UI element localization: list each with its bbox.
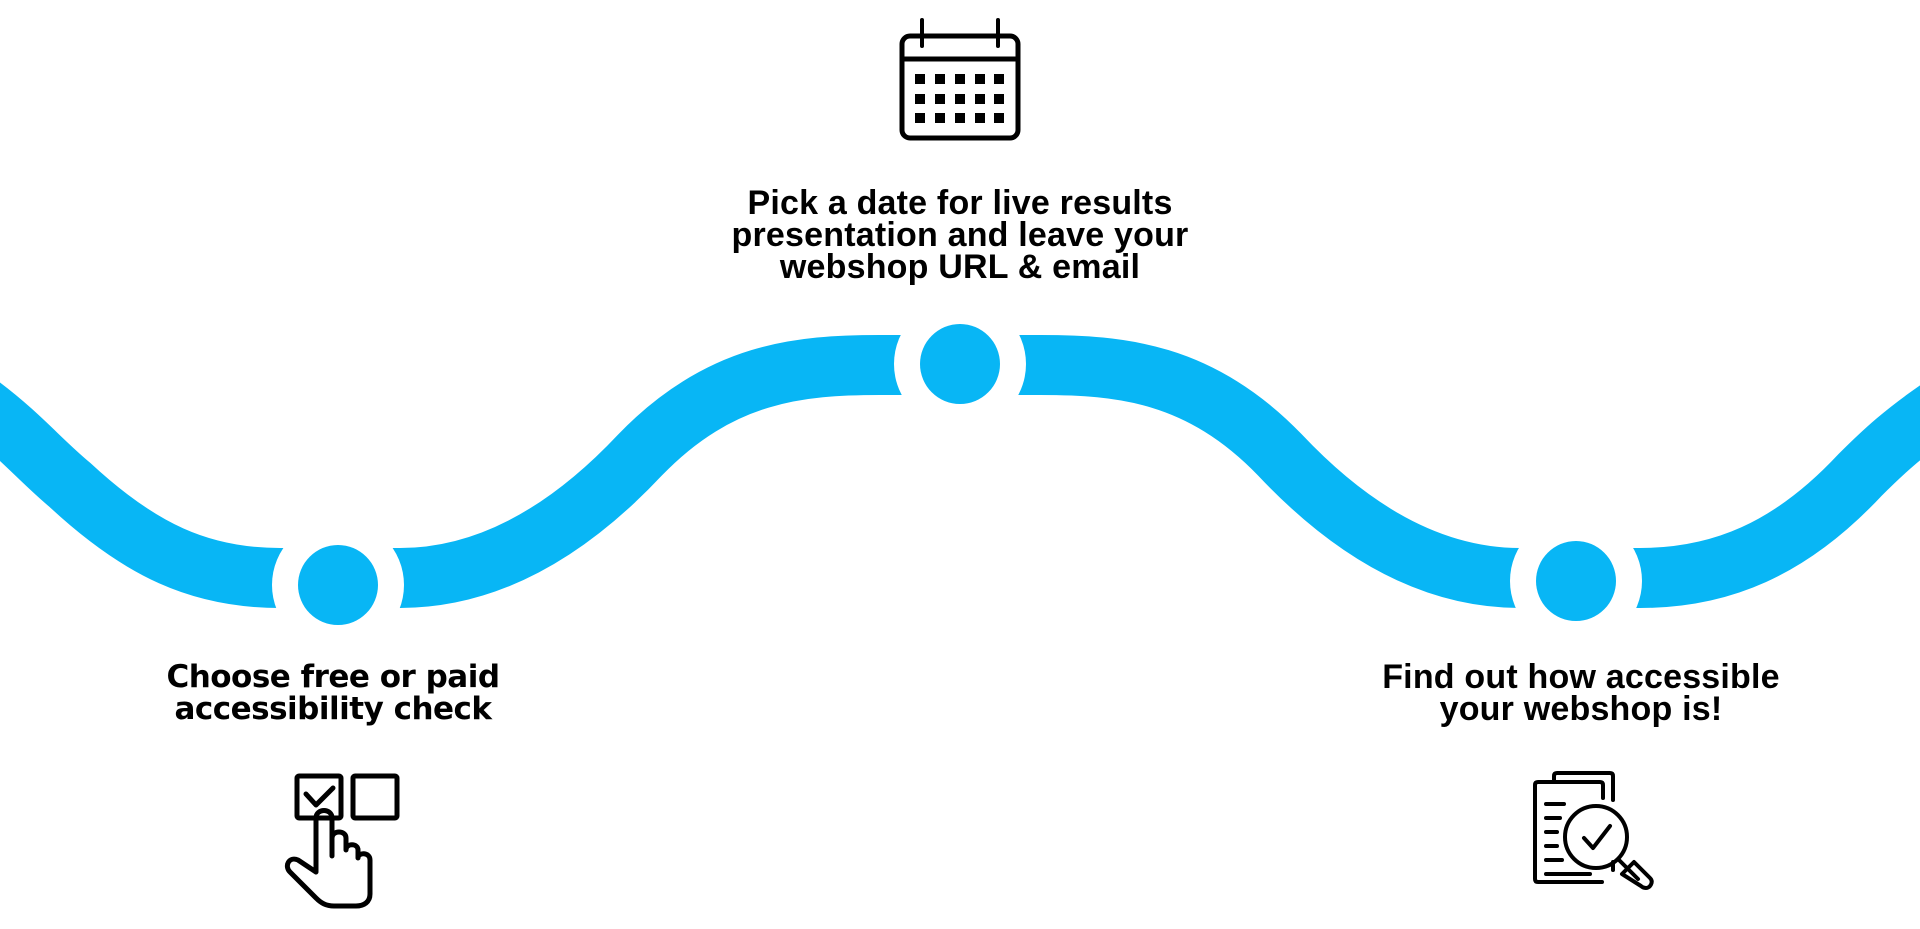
step-3-line-1: Find out how accessible bbox=[1382, 658, 1780, 696]
step-2-text: Pick a date for live results presentatio… bbox=[660, 184, 1260, 286]
timeline-node-3 bbox=[1536, 541, 1616, 621]
timeline-node-2 bbox=[920, 324, 1000, 404]
timeline-node-1 bbox=[298, 545, 378, 625]
step-3-line-2: your webshop is! bbox=[1439, 690, 1723, 728]
step-2-line-2: presentation and leave your bbox=[731, 216, 1189, 254]
step-2-line-1: Pick a date for live results bbox=[747, 184, 1173, 222]
document-search-check-icon bbox=[1533, 771, 1654, 890]
step-1-line-2: accessibility check bbox=[174, 691, 492, 727]
step-1-text: Choose free or paid accessibility check bbox=[133, 661, 533, 725]
step-2-line-3: webshop URL & email bbox=[779, 248, 1141, 286]
checkbox-hand-icon bbox=[284, 773, 400, 909]
step-1-line-1: Choose free or paid bbox=[166, 659, 500, 695]
calendar-icon bbox=[899, 18, 1021, 141]
step-3-text: Find out how accessible your webshop is! bbox=[1356, 658, 1806, 728]
